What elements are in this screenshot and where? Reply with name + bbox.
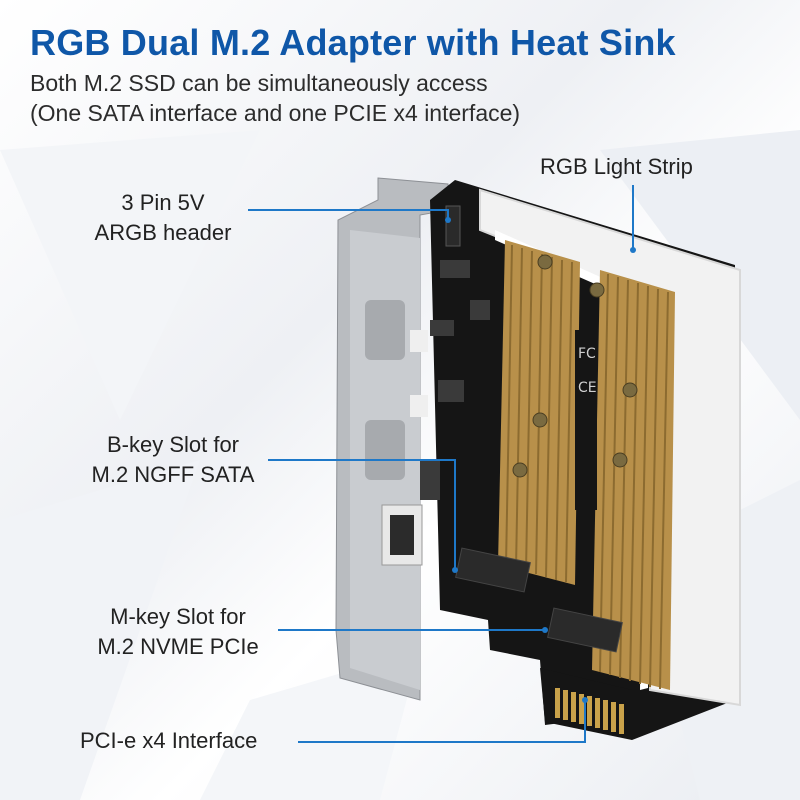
page-title: RGB Dual M.2 Adapter with Heat Sink [30,22,676,63]
svg-text:CE: CE [578,380,597,396]
label-mkey-slot: M-key Slot for M.2 NVME PCIe [97,604,259,659]
label-rgb-light-strip: RGB Light Strip [540,154,693,179]
label-bkey-slot: B-key Slot for M.2 NGFF SATA [91,432,255,487]
svg-text:FC: FC [578,346,596,362]
argb-header [445,205,461,247]
callout-line-bkey [268,459,456,570]
subtitle-line-1: Both M.2 SSD can be simultaneously acces… [30,70,488,96]
bkey-slot [455,547,531,593]
callout-line-pcie [298,700,586,743]
label-pcie-interface: PCI-e x4 Interface [80,728,258,753]
rgb-light-strip [479,188,741,707]
mkey-slot [547,607,623,653]
label-argb-header: 3 Pin 5V ARGB header [94,190,232,245]
callout-line-argb [248,209,449,220]
subtitle-line-2: (One SATA interface and one PCIE x4 inte… [30,100,521,126]
